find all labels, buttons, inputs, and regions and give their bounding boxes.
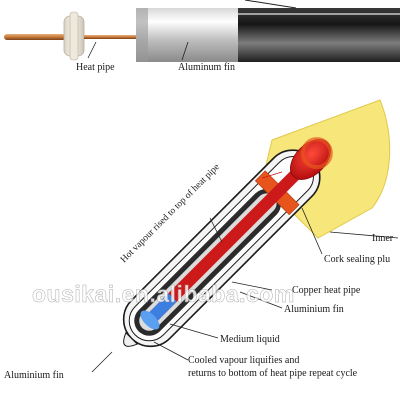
bottom-aluminium-fin-label: Aluminium fin bbox=[4, 370, 64, 381]
watermark-text: ousikai.en.alibaba.com bbox=[32, 281, 295, 307]
heat-pipe-label: Heat pipe bbox=[76, 62, 115, 73]
red-heat-pipe bbox=[148, 160, 310, 322]
top-tube-illustration bbox=[4, 0, 400, 62]
copper-rod bbox=[4, 34, 66, 40]
medium-liquid-label: Medium liquid bbox=[220, 334, 280, 345]
cork-sealing-plug-label: Cork sealing plu bbox=[324, 254, 390, 265]
cooled-vapour-label-line2: returns to bottom of heat pipe repeat cy… bbox=[188, 368, 358, 379]
cross-section-illustration bbox=[91, 99, 399, 373]
copper-heat-pipe-label: Copper heat pipe bbox=[292, 285, 361, 296]
inner-label: Inner bbox=[372, 233, 394, 244]
heat-pipe-rod bbox=[84, 35, 138, 39]
medium-liquid bbox=[147, 293, 177, 323]
aluminum-fin-label: Aluminum fin bbox=[178, 62, 235, 73]
aluminium-fin-label: Aluminium fin bbox=[284, 304, 344, 315]
absorber-tube bbox=[238, 8, 400, 62]
cooled-vapour-label-line1: Cooled vapour liquifies and bbox=[188, 355, 299, 366]
